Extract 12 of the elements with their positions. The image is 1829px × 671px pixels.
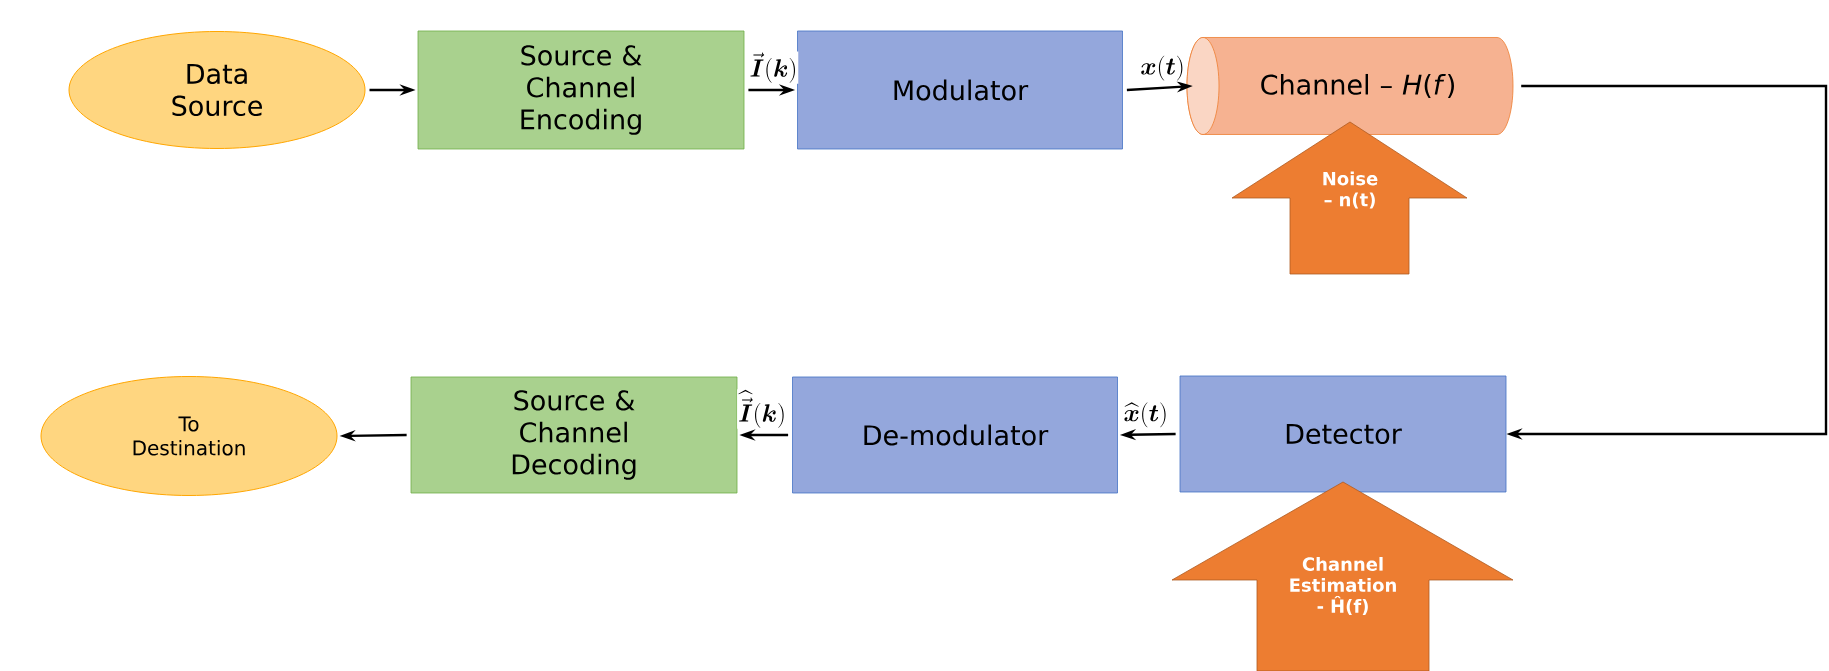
process-box: Source & Channel Encoding [417,30,745,150]
ellipse-node: To Destination [40,376,338,496]
process-box: Detector [1179,375,1507,493]
channel-cylinder: Channel – H(f) [1186,37,1514,135]
edge-label: $\widehat{\boldsymbol{x}}(\boldsymbol{t})$ [1122,401,1169,429]
edge-label: $\widehat{\vec{\boldsymbol{I}}}(\boldsymbol{k})$ [737,389,787,429]
edge-label: $\vec{\boldsymbol{I}}(\boldsymbol{k})$ [748,51,799,84]
process-box: De-modulator [792,376,1118,494]
edge-label: $\boldsymbol{x}(\boldsymbol{t})$ [1139,54,1186,82]
process-box: Source & Channel Decoding [410,376,738,494]
process-box: Modulator [797,30,1123,150]
ellipse-node: Data Source [68,31,366,149]
